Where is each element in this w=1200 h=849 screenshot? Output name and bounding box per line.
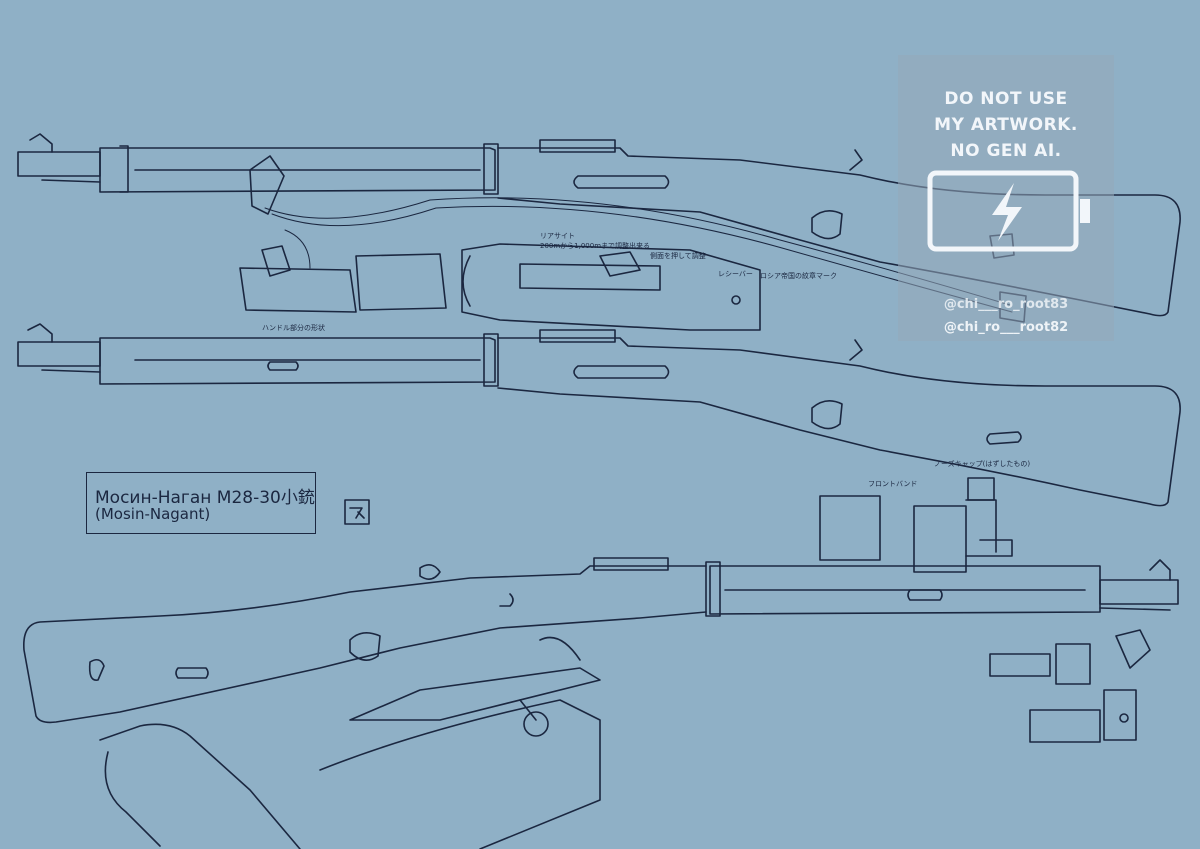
annotation-receiver: レシーバー xyxy=(718,270,753,278)
annotation-slide-note: 側面を押して調整 xyxy=(650,251,706,260)
annotation-bolt-note: ハンドル部分の形状 xyxy=(262,323,325,332)
title-main: Мосин-Наган M28-30小銃 xyxy=(95,488,315,508)
no-ai-battery-icon xyxy=(927,170,1090,252)
watermark-handle-1: @chi_ro___root82 xyxy=(943,320,1069,335)
watermark-line-1: DO NOT USE xyxy=(944,89,1068,109)
watermark-line-2: MY ARTWORK. xyxy=(934,115,1078,135)
rifle-top-view xyxy=(17,133,1181,323)
annotation-crest-note: ロシア帝国の紋章マーク xyxy=(760,271,837,280)
annotation-nose-cap: ノーズキャップ(はずしたもの) xyxy=(934,459,1030,468)
title-box: Мосин-Наган M28-30小銃 (Mosin-Nagant) xyxy=(86,472,316,534)
watermark-line-3: NO GEN AI. xyxy=(950,141,1062,161)
bolt-handle-detail: ハンドル部分の形状 xyxy=(239,229,447,332)
nose-cap-detail: フロントバンド ノーズキャップ(はずしたもの) xyxy=(819,459,1030,573)
annotation-rear-sight: リアサイト xyxy=(540,232,575,240)
rifle-bottom-view xyxy=(23,557,1179,724)
title-subtitle: (Mosin-Nagant) xyxy=(95,505,211,523)
watermark-handle-2: @chi___ro_root83 xyxy=(943,297,1069,312)
rear-sight-detail: リアサイト 200mから1,000mまで調整出来る 側面を押して調整 レシーバー… xyxy=(461,232,837,331)
bolt-detail-sketch xyxy=(99,636,601,849)
muzzle-detail xyxy=(989,629,1151,743)
annotation-front-band: フロントバンド xyxy=(868,480,917,488)
watermark-panel: DO NOT USE MY ARTWORK. NO GEN AI. @chi__… xyxy=(898,55,1114,341)
annotation-range-note: 200mから1,000mまで調整出来る xyxy=(540,241,650,250)
rifle-middle-view xyxy=(17,323,1181,507)
artist-signature xyxy=(344,499,370,525)
